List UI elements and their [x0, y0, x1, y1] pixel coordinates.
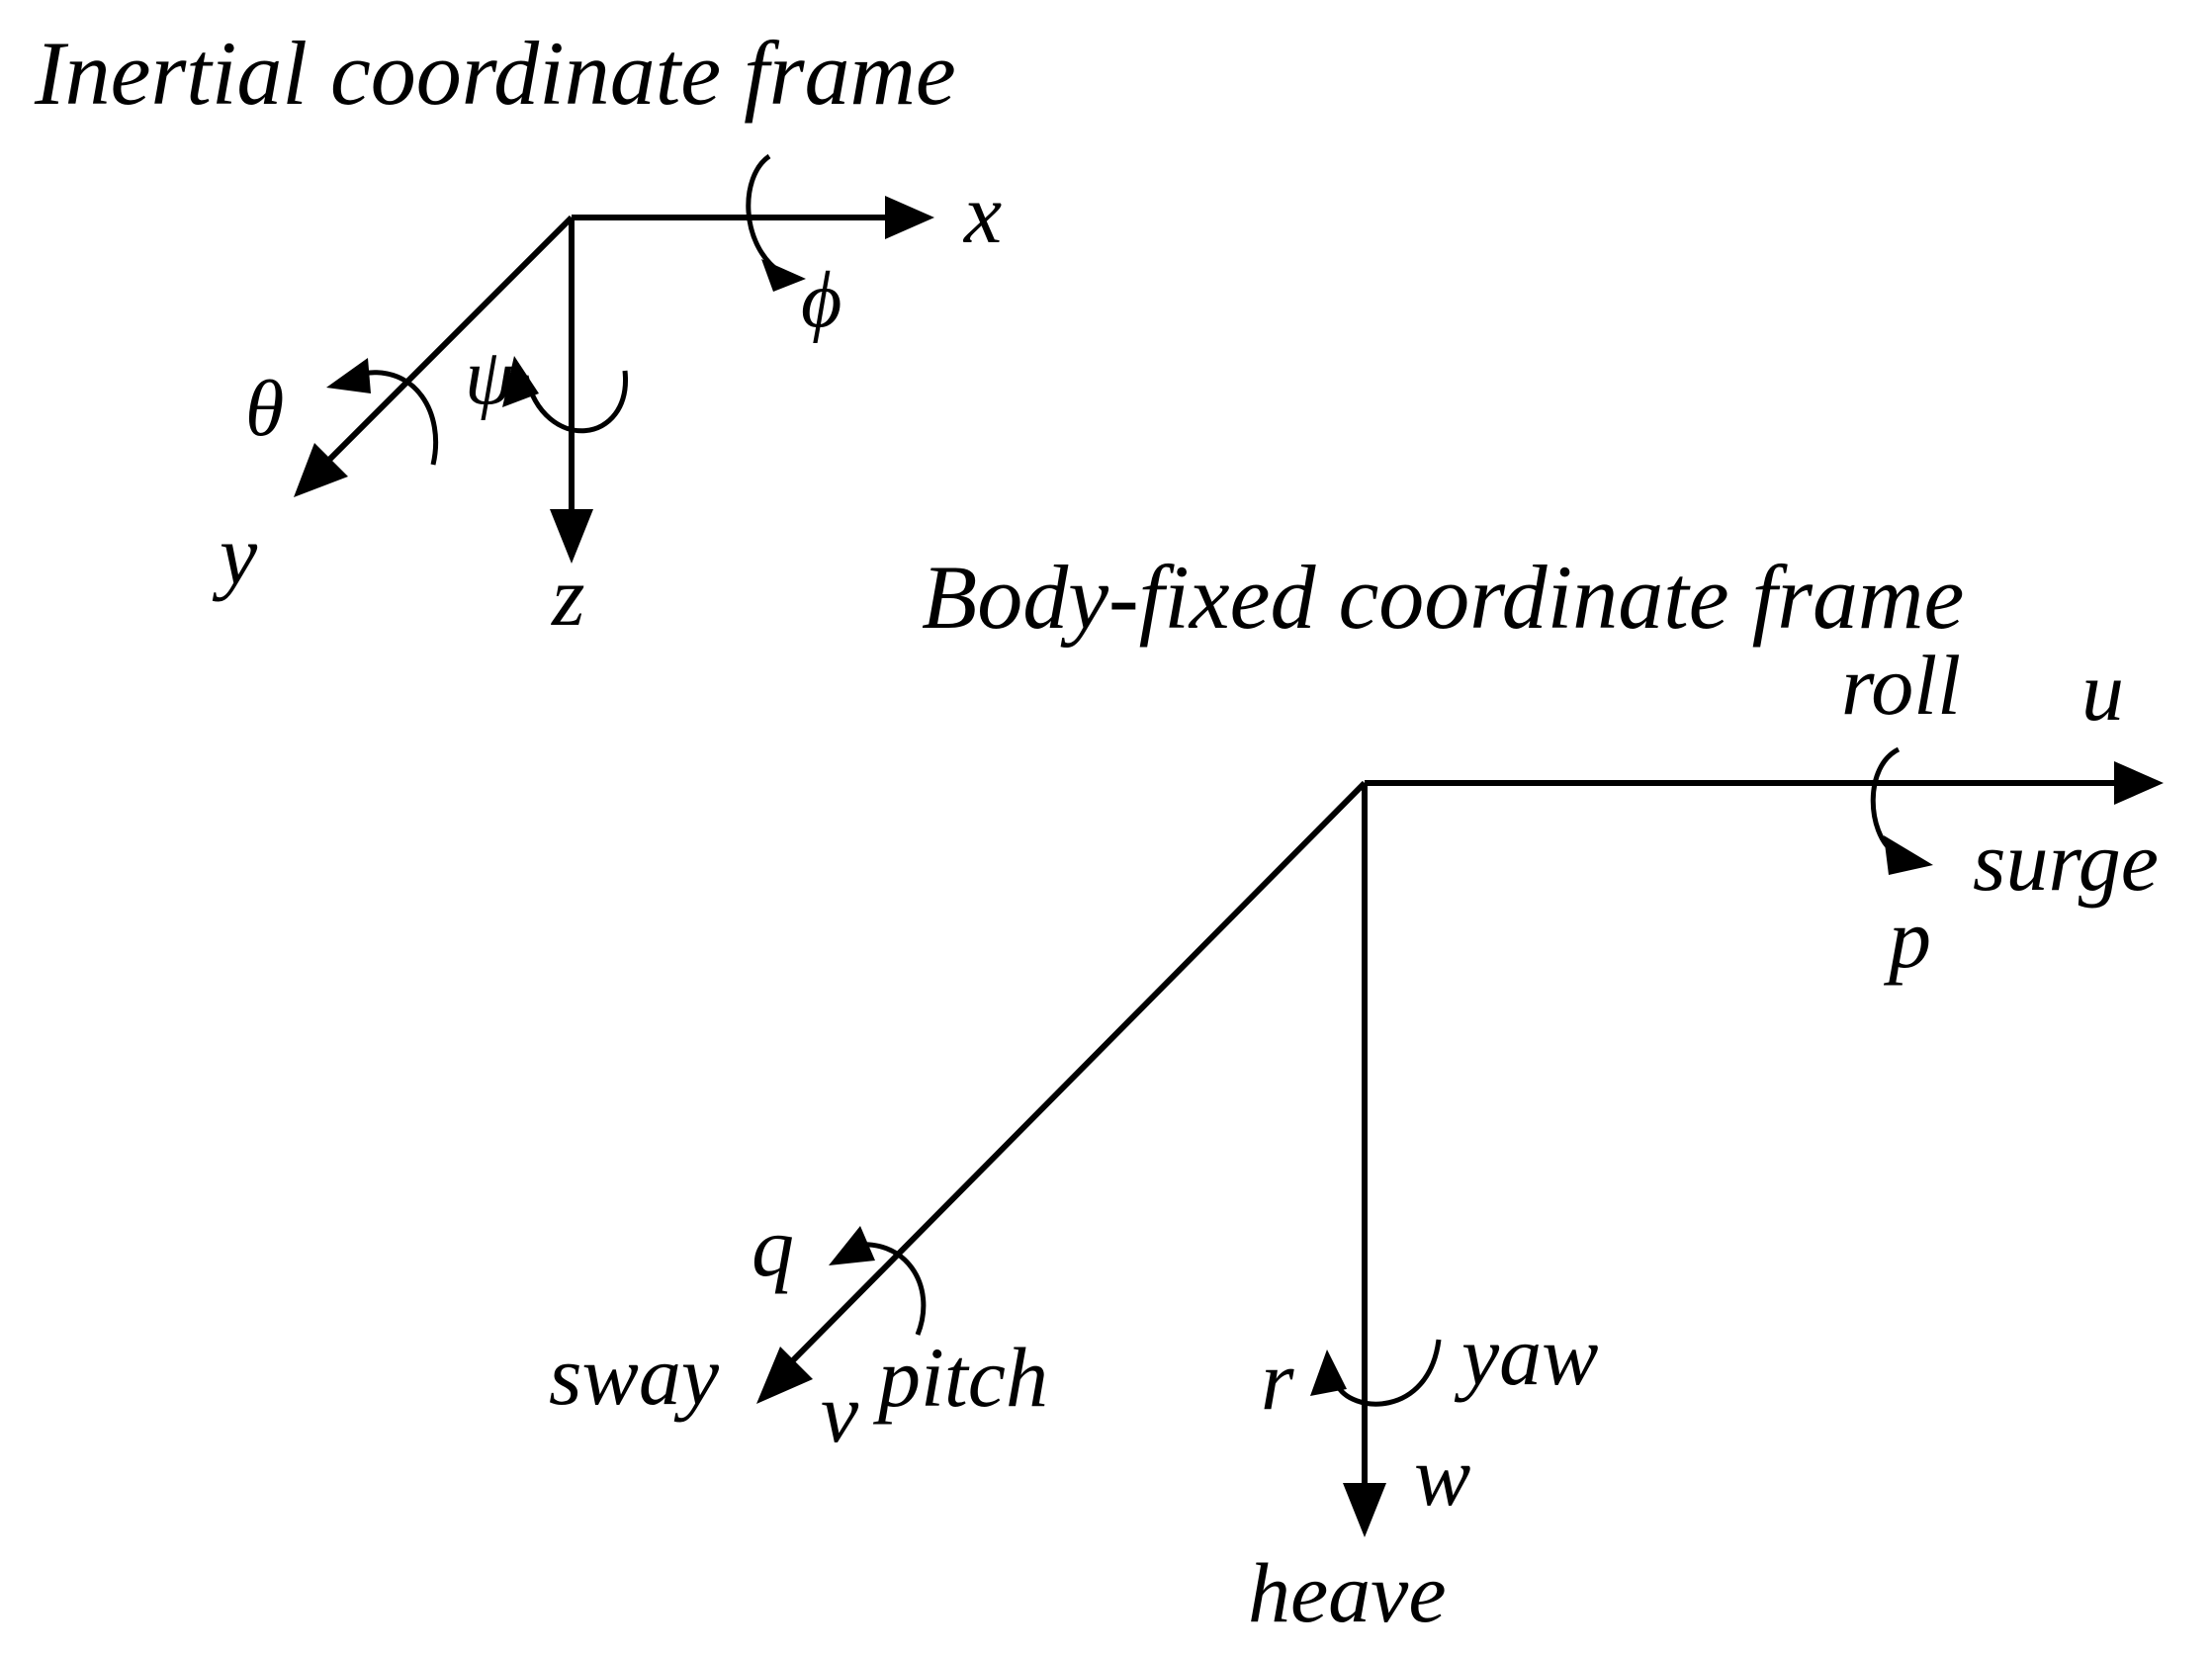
body-y-motion-label: sway [549, 1328, 720, 1423]
body-x-velocity-label: u [2081, 644, 2124, 739]
inertial-x-arrowhead [885, 196, 934, 239]
inertial-x-label: x [962, 166, 1002, 261]
inertial-psi-label: ψ [465, 334, 515, 421]
body-y-arrowhead [756, 1347, 813, 1404]
body-x-arrowhead [2114, 761, 2164, 805]
body-x-rate-label: p [1883, 891, 1931, 986]
body-frame: Body-fixed coordinate frame u surge roll… [549, 547, 2164, 1640]
body-pitch-rotation-arc [849, 1242, 927, 1336]
body-yaw-arrowhead [1310, 1349, 1347, 1396]
inertial-theta-label: θ [245, 366, 284, 453]
body-roll-arrowhead [1884, 835, 1933, 875]
inertial-phi-rotation-arc [746, 153, 783, 276]
inertial-psi-arrowhead [502, 356, 539, 407]
inertial-z-label: z [551, 549, 584, 644]
body-z-velocity-label: w [1414, 1429, 1470, 1523]
inertial-psi-rotation-arc [523, 370, 628, 434]
inertial-theta-rotation-arc [360, 370, 439, 466]
inertial-frame: Inertial coordinate frame x z y ϕ θ ψ [34, 23, 1002, 644]
body-z-motion-label: heave [1248, 1545, 1447, 1640]
body-z-rate-label: r [1261, 1333, 1294, 1428]
inertial-y-label: y [212, 507, 258, 602]
body-z-arrowhead [1343, 1483, 1386, 1537]
body-y-velocity-label: v [821, 1365, 859, 1460]
inertial-z-arrowhead [550, 509, 593, 564]
inertial-y-arrowhead [294, 443, 348, 497]
body-y-rotation-label: pitch [872, 1330, 1048, 1425]
body-x-motion-label: surge [1973, 814, 2159, 909]
inertial-phi-arrowhead [761, 259, 806, 292]
inertial-phi-label: ϕ [801, 257, 841, 344]
inertial-frame-title: Inertial coordinate frame [34, 23, 956, 124]
body-yaw-rotation-arc [1334, 1339, 1442, 1407]
body-y-axis [788, 780, 1368, 1365]
body-pitch-arrowhead [829, 1226, 875, 1265]
body-frame-title: Body-fixed coordinate frame [922, 547, 1964, 648]
inertial-y-axis [323, 215, 575, 466]
inertial-theta-arrowhead [326, 358, 371, 393]
body-x-rotation-label: roll [1841, 638, 1961, 733]
body-z-rotation-label: yaw [1454, 1308, 1599, 1403]
body-y-rate-label: q [752, 1199, 794, 1294]
